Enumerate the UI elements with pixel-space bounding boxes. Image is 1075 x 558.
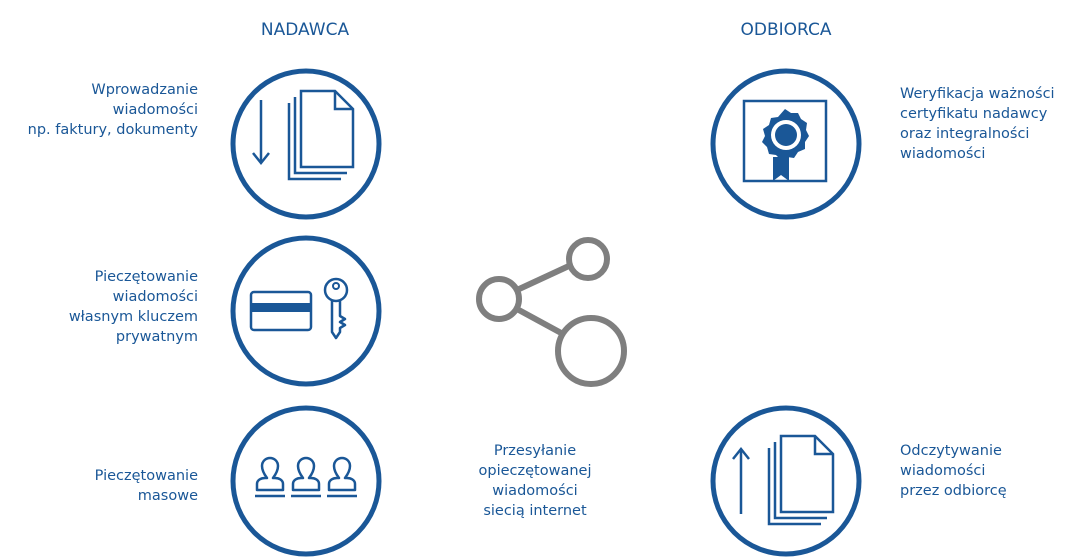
sender-header: NADAWCA	[260, 20, 350, 40]
step-read-label: Odczytywanie wiadomości przez odbiorcę	[900, 443, 1007, 499]
document-output-icon	[709, 404, 863, 558]
share-icon	[470, 235, 640, 395]
transfer-label: Przesyłanie opieczętowanej wiadomości si…	[478, 443, 592, 519]
step-seal-label: Pieczętowanie wiadomości własnym kluczem…	[68, 269, 198, 345]
receiver-header: ODBIORCA	[740, 20, 832, 40]
step-verify-label: Weryfikacja ważności certyfikatu nadawcy…	[900, 86, 1055, 162]
document-input-icon	[229, 67, 383, 221]
step-input-label: Wprowadzanie wiadomości np. faktury, dok…	[27, 82, 198, 138]
card-and-key-icon	[229, 234, 383, 388]
certificate-icon	[709, 67, 863, 221]
step-bulk-seal-label: Pieczętowanie masowe	[94, 468, 198, 504]
stamps-icon	[229, 404, 383, 558]
